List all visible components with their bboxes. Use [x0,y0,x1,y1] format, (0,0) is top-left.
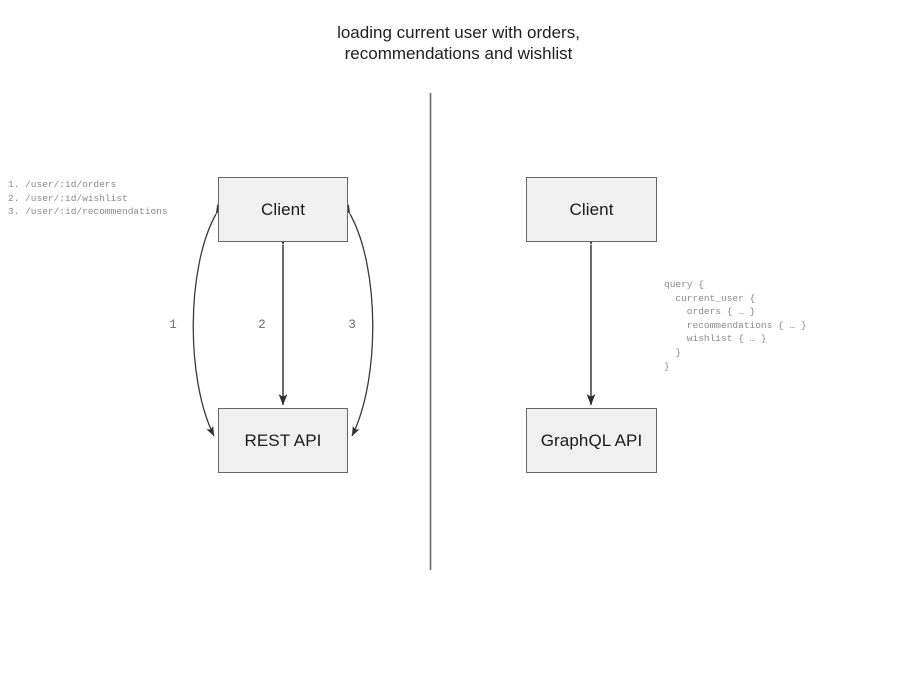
node-label: GraphQL API [540,430,643,450]
page-title: loading current user with orders, recomm… [337,23,580,63]
rest-endpoints-annotation: 1. /user/:id/orders 2. /user/:id/wishlis… [8,179,168,218]
edge-1-curve [192,203,224,437]
edge-label-2: 2 [258,318,266,332]
node-client-rest[interactable]: Client [218,177,348,242]
edge-label-3: 3 [348,318,356,332]
node-rest-api[interactable]: REST API [218,408,348,473]
edge-3-curve [342,203,374,437]
node-label: Client [569,199,614,219]
node-client-graphql[interactable]: Client [526,177,657,242]
graphql-query-annotation: query { current_user { orders { … } reco… [664,279,807,372]
node-label: REST API [244,430,322,450]
edge-label-1: 1 [169,318,177,332]
node-label: Client [260,199,306,219]
node-graphql-api[interactable]: GraphQL API [526,408,657,473]
